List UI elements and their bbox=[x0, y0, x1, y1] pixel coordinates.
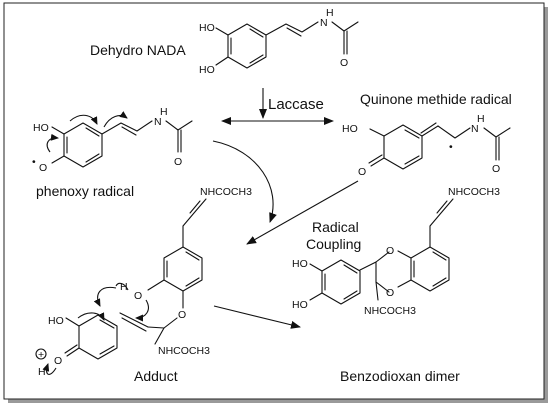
acetamide-label: NHCOCH3 bbox=[364, 305, 416, 317]
quinone-methide-structure: HO O N H O • bbox=[342, 113, 511, 178]
nitrogen-label: N bbox=[471, 123, 479, 135]
hydroxyl-label: HO bbox=[33, 122, 49, 134]
oxygen-label: O bbox=[54, 355, 62, 367]
benzodioxan-dimer-label: Benzodioxan dimer bbox=[340, 368, 460, 384]
radical-coupling-label-1: Radical bbox=[312, 219, 359, 235]
charge-circle bbox=[35, 348, 47, 360]
oxygen-label: O bbox=[386, 245, 394, 257]
oxygen-label: O bbox=[492, 163, 500, 175]
hydroxyl-label: HO bbox=[342, 123, 358, 135]
dehydro-nada-label: Dehydro NADA bbox=[90, 42, 186, 58]
dehydro-nada-structure: HO HO N H O bbox=[199, 7, 359, 76]
acetamide-label: NHCOCH3 bbox=[448, 186, 500, 198]
oxygen-label: O bbox=[174, 156, 182, 168]
charge-plus: + bbox=[38, 349, 44, 361]
hydrogen-label: H bbox=[326, 7, 334, 19]
phenoxy-radical-structure: HO O • N H O bbox=[32, 106, 193, 174]
hydrogen-label: H bbox=[38, 366, 46, 378]
oxygen-label: O bbox=[358, 166, 366, 178]
radical-dot: • bbox=[32, 156, 36, 168]
benzodioxan-dimer-structure: NHCOCH3 O O HO HO NHCOCH3 bbox=[292, 186, 500, 317]
hydroxyl-label: HO bbox=[199, 64, 215, 76]
quinone-to-coupling-arrow bbox=[246, 180, 359, 245]
phenoxy-radical-label: phenoxy radical bbox=[36, 183, 134, 199]
radical-dot: • bbox=[449, 141, 453, 153]
phenoxy-to-coupling-arrow bbox=[212, 140, 277, 223]
hydrogen-label: H bbox=[120, 281, 128, 293]
adduct-label: Adduct bbox=[134, 368, 178, 384]
adduct-structure: NHCOCH3 H O O NHCOCH3 HO O + H bbox=[35, 186, 252, 378]
oxygen-label: O bbox=[340, 57, 348, 69]
oxygen-label: O bbox=[39, 162, 47, 174]
oxygen-label: O bbox=[386, 287, 394, 299]
oxygen-label: O bbox=[178, 309, 186, 321]
oxygen-label: O bbox=[134, 290, 142, 302]
acetamide-label: NHCOCH3 bbox=[158, 345, 210, 357]
frame bbox=[3, 2, 545, 400]
quinone-methide-radical-label: Quinone methide radical bbox=[360, 91, 512, 107]
hydroxyl-label: HO bbox=[48, 315, 64, 327]
radical-coupling-label-2: Coupling bbox=[306, 236, 361, 252]
adduct-to-dimer-arrow bbox=[213, 305, 301, 329]
hydrogen-label: H bbox=[160, 106, 168, 118]
hydroxyl-label: HO bbox=[199, 22, 215, 34]
nitrogen-label: N bbox=[154, 116, 162, 128]
nitrogen-label: N bbox=[320, 17, 328, 29]
acetamide-label: NHCOCH3 bbox=[200, 186, 252, 198]
hydroxyl-label: HO bbox=[292, 299, 308, 311]
hydrogen-label: H bbox=[477, 113, 485, 125]
hydroxyl-label: HO bbox=[292, 258, 308, 270]
laccase-label: Laccase bbox=[268, 96, 324, 113]
